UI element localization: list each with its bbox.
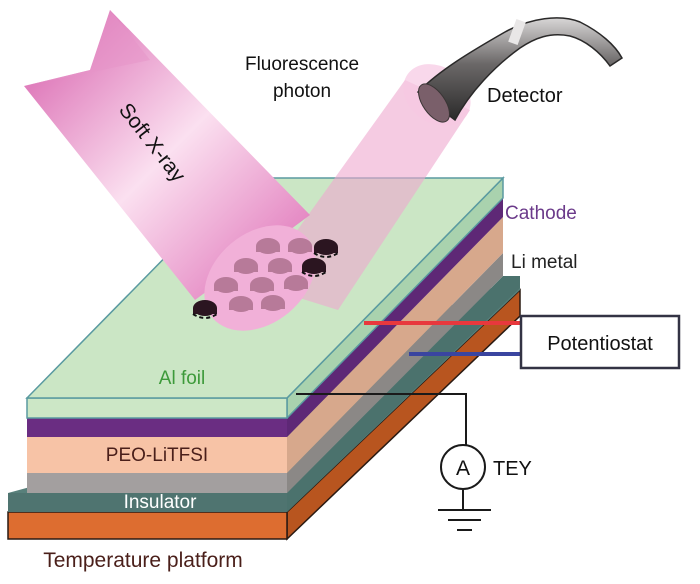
ground-icon: [438, 509, 491, 531]
cathode-particle: [256, 238, 280, 254]
cathode-particle: [268, 258, 292, 274]
ammeter[interactable]: A: [440, 444, 486, 490]
detector-window: [417, 83, 451, 123]
xray-beam-tail-notch: [24, 10, 150, 86]
insulator-front-face: [8, 493, 287, 512]
cathode-particle: [261, 295, 285, 311]
al-foil-label: Al foil: [159, 368, 205, 389]
peo-front-face: [27, 437, 287, 473]
detector: [416, 17, 623, 123]
li-metal-label: Li metal: [511, 252, 578, 273]
cathode-particle: [284, 275, 308, 291]
cathode-particle: [301, 258, 327, 277]
cathode-front-face: [27, 418, 287, 437]
ammeter-symbol: A: [456, 457, 470, 480]
platform-front-face: [7, 511, 288, 540]
cathode-particle: [288, 238, 312, 254]
ammeter-circle[interactable]: [440, 444, 486, 490]
cathode-particle: [229, 296, 253, 312]
li-metal-side-face: [287, 253, 503, 493]
peo-side-face: [287, 217, 503, 473]
cathode-particle: [214, 277, 238, 293]
cathode-side-face: [287, 198, 503, 437]
al-foil-front-face: [26, 397, 288, 419]
cathode-particle: [192, 300, 218, 319]
insulator-label: Insulator: [124, 492, 198, 513]
potentiostat-frame[interactable]: [519, 314, 681, 370]
stack-front-faces: [26, 397, 288, 493]
li-metal-front-face: [27, 473, 287, 493]
detector-band: [508, 19, 526, 45]
cathode-particle: [313, 239, 339, 258]
detector-body: [416, 17, 623, 122]
stack-side-faces: [286, 176, 504, 493]
temperature-platform-label: Temperature platform: [43, 549, 243, 572]
potentiostat-label: Potentiostat: [547, 333, 653, 355]
detector-label: Detector: [487, 85, 563, 107]
fluorescence-label-line2: photon: [273, 81, 331, 102]
tey-wire[interactable]: [296, 393, 467, 445]
cathode-particles: [192, 238, 339, 319]
xray-beam-body: [24, 10, 310, 300]
peo-litfsi-label: PEO-LiTFSI: [106, 445, 208, 466]
wires: [296, 321, 521, 510]
fluorescence-label-line1: Fluorescence: [245, 54, 359, 75]
cathode-label: Cathode: [505, 203, 577, 224]
cathode-particle: [234, 258, 258, 274]
potentiostat-box[interactable]: Potentiostat: [519, 314, 681, 370]
cathode-particle: [250, 277, 274, 293]
tey-label: TEY: [493, 458, 532, 480]
